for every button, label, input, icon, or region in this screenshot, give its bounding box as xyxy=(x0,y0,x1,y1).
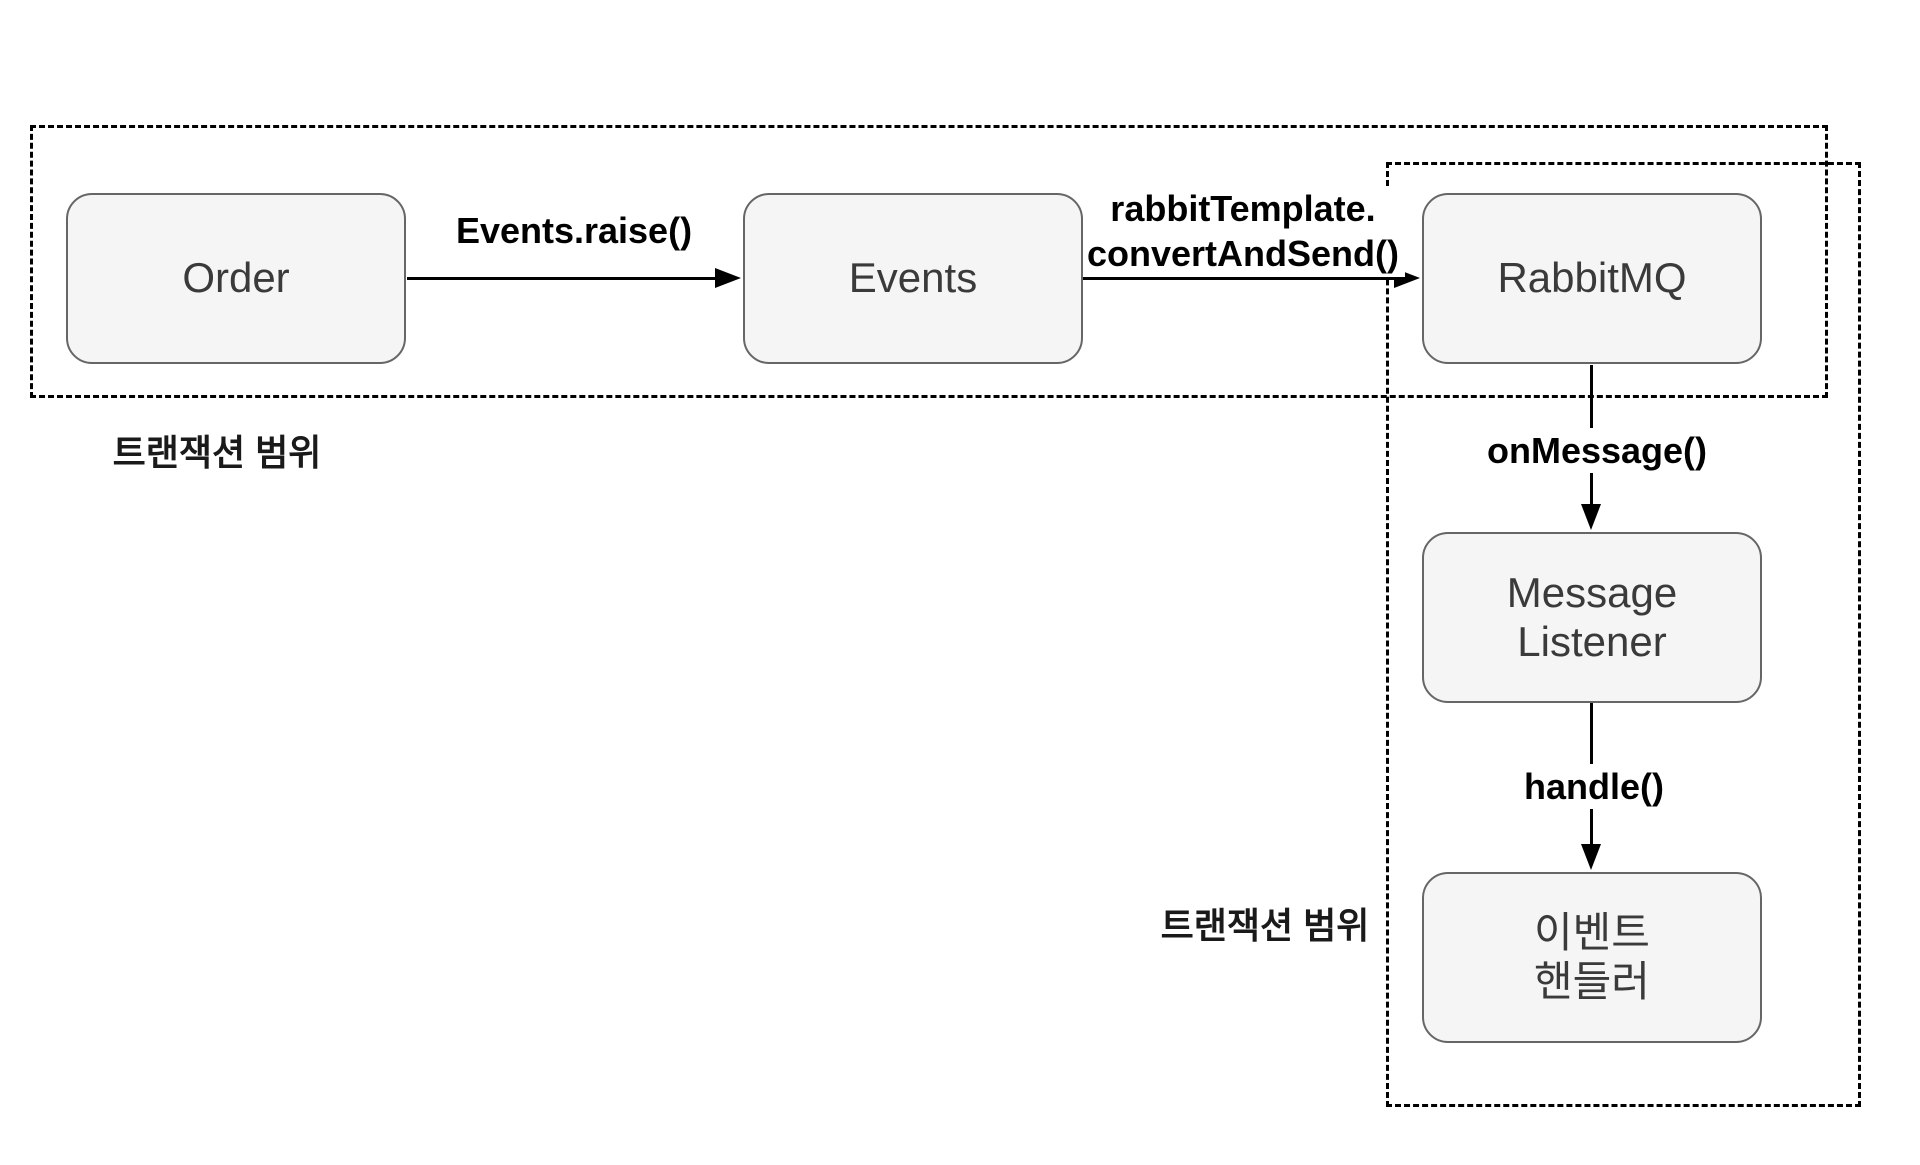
arrow-shaft xyxy=(1083,276,1396,280)
arrow-shaft xyxy=(407,276,717,280)
arrowhead-down-icon xyxy=(1581,504,1601,530)
edge-label-handle: handle() xyxy=(1518,764,1670,810)
edge-label-onmessage: onMessage() xyxy=(1480,428,1714,474)
node-rabbitmq: RabbitMQ xyxy=(1422,193,1762,364)
transaction-scope-1-boundary xyxy=(30,125,1828,398)
node-label-line: 핸들러 xyxy=(1534,957,1650,1005)
transaction-scope-1-caption: 트랜잭션 범위 xyxy=(112,432,322,473)
node-order-label: Order xyxy=(182,254,290,302)
node-label-line: Message xyxy=(1506,568,1678,616)
arrow-order-to-events xyxy=(407,258,741,298)
edge-label-events-raise: Events.raise() xyxy=(449,208,699,254)
node-order: Order xyxy=(66,193,406,364)
transaction-scope-2-boundary xyxy=(1386,162,1861,1107)
transaction-scope-2-caption: 트랜잭션 범위 xyxy=(1160,905,1370,946)
edge-label-line: rabbitTemplate. xyxy=(1110,188,1376,229)
node-event-handler-label: 이벤트 핸들러 xyxy=(1534,909,1650,1006)
node-message-listener: Message Listener xyxy=(1422,532,1762,703)
arrowhead-right-icon xyxy=(715,268,741,288)
node-event-handler: 이벤트 핸들러 xyxy=(1422,872,1762,1043)
edge-label-rabbittemplate-convertandsend: rabbitTemplate. convertAndSend() xyxy=(1080,186,1406,277)
node-message-listener-label: Message Listener xyxy=(1507,569,1677,666)
node-label-line: Listener xyxy=(1517,617,1667,665)
node-events-label: Events xyxy=(848,254,978,302)
arrowhead-down-icon xyxy=(1581,844,1601,870)
edge-label-line: convertAndSend() xyxy=(1086,233,1400,275)
node-label-line: 이벤트 xyxy=(1534,908,1650,956)
node-events: Events xyxy=(743,193,1083,364)
node-rabbitmq-label: RabbitMQ xyxy=(1497,254,1687,302)
